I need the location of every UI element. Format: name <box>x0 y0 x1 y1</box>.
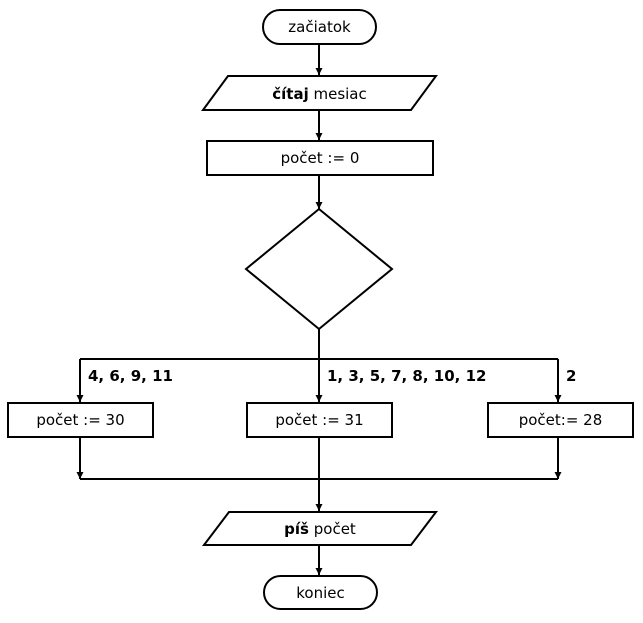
branch-middle-label: počet := 31 <box>275 411 363 429</box>
branch-left-label: počet := 30 <box>36 411 124 429</box>
end-label: koniec <box>296 584 344 602</box>
output-variable: počet <box>309 520 356 538</box>
input-variable: mesiac <box>309 85 367 103</box>
connectors <box>76 44 562 575</box>
start-terminal: začiatok <box>262 9 377 45</box>
decision-block <box>244 207 394 331</box>
end-terminal: koniec <box>263 575 378 610</box>
case-label-right: 2 <box>566 367 576 385</box>
output-keyword: píš <box>284 520 309 538</box>
output-text: píš počet <box>284 520 356 538</box>
init-block: počet := 0 <box>206 140 434 176</box>
branch-left-block: počet := 30 <box>7 402 154 438</box>
branch-middle-block: počet := 31 <box>246 402 393 438</box>
input-text: čítaj mesiac <box>272 85 367 103</box>
start-label: začiatok <box>288 18 351 36</box>
case-label-middle: 1, 3, 5, 7, 8, 10, 12 <box>327 367 486 385</box>
init-label: počet := 0 <box>281 149 360 167</box>
case-label-left: 4, 6, 9, 11 <box>88 367 173 385</box>
input-keyword: čítaj <box>272 85 308 103</box>
branch-right-block: počet:= 28 <box>487 402 634 438</box>
output-block: píš počet <box>201 511 439 546</box>
branch-right-label: počet:= 28 <box>519 411 603 429</box>
input-block: čítaj mesiac <box>201 75 438 111</box>
